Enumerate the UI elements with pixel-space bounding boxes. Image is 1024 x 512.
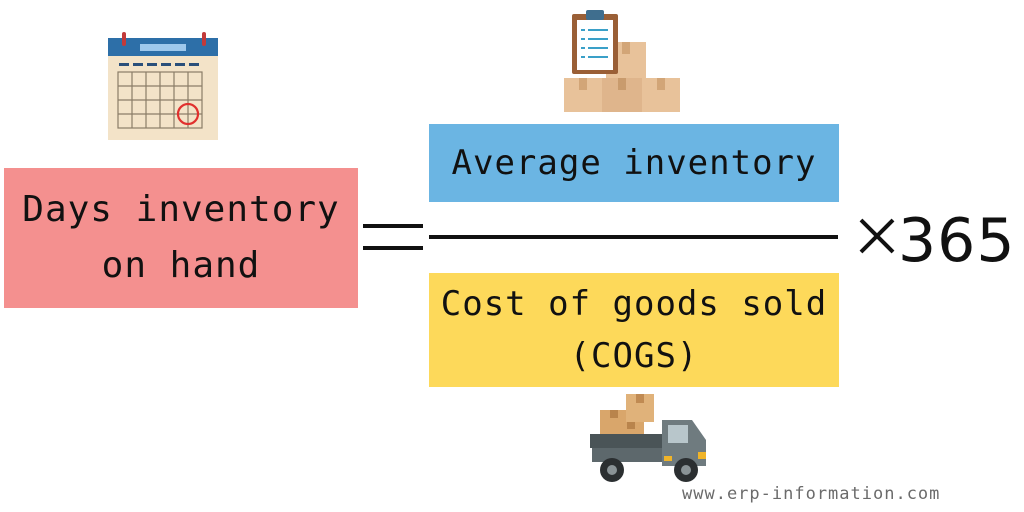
numerator-box: Average inventory: [429, 124, 839, 202]
denominator-label-line1: Cost of goods sold: [441, 278, 827, 330]
result-label-line2: on hand: [22, 238, 339, 294]
result-label-line1: Days inventory: [22, 182, 339, 238]
watermark-url: www.erp-information.com: [682, 484, 940, 504]
numerator-label: Average inventory: [452, 143, 817, 183]
fraction-bar: [429, 235, 838, 239]
multiply-icon: [857, 216, 897, 256]
equals-icon: [363, 218, 425, 258]
delivery-truck-icon: [588, 390, 714, 494]
clipboard-boxes-icon: [564, 8, 682, 114]
calendar-icon: [106, 32, 220, 142]
days-inventory-box: Days inventory on hand: [4, 168, 358, 308]
multiplier-value: 365: [898, 206, 1016, 276]
denominator-label-line2: (COGS): [441, 330, 827, 382]
denominator-box: Cost of goods sold (COGS): [429, 273, 839, 387]
